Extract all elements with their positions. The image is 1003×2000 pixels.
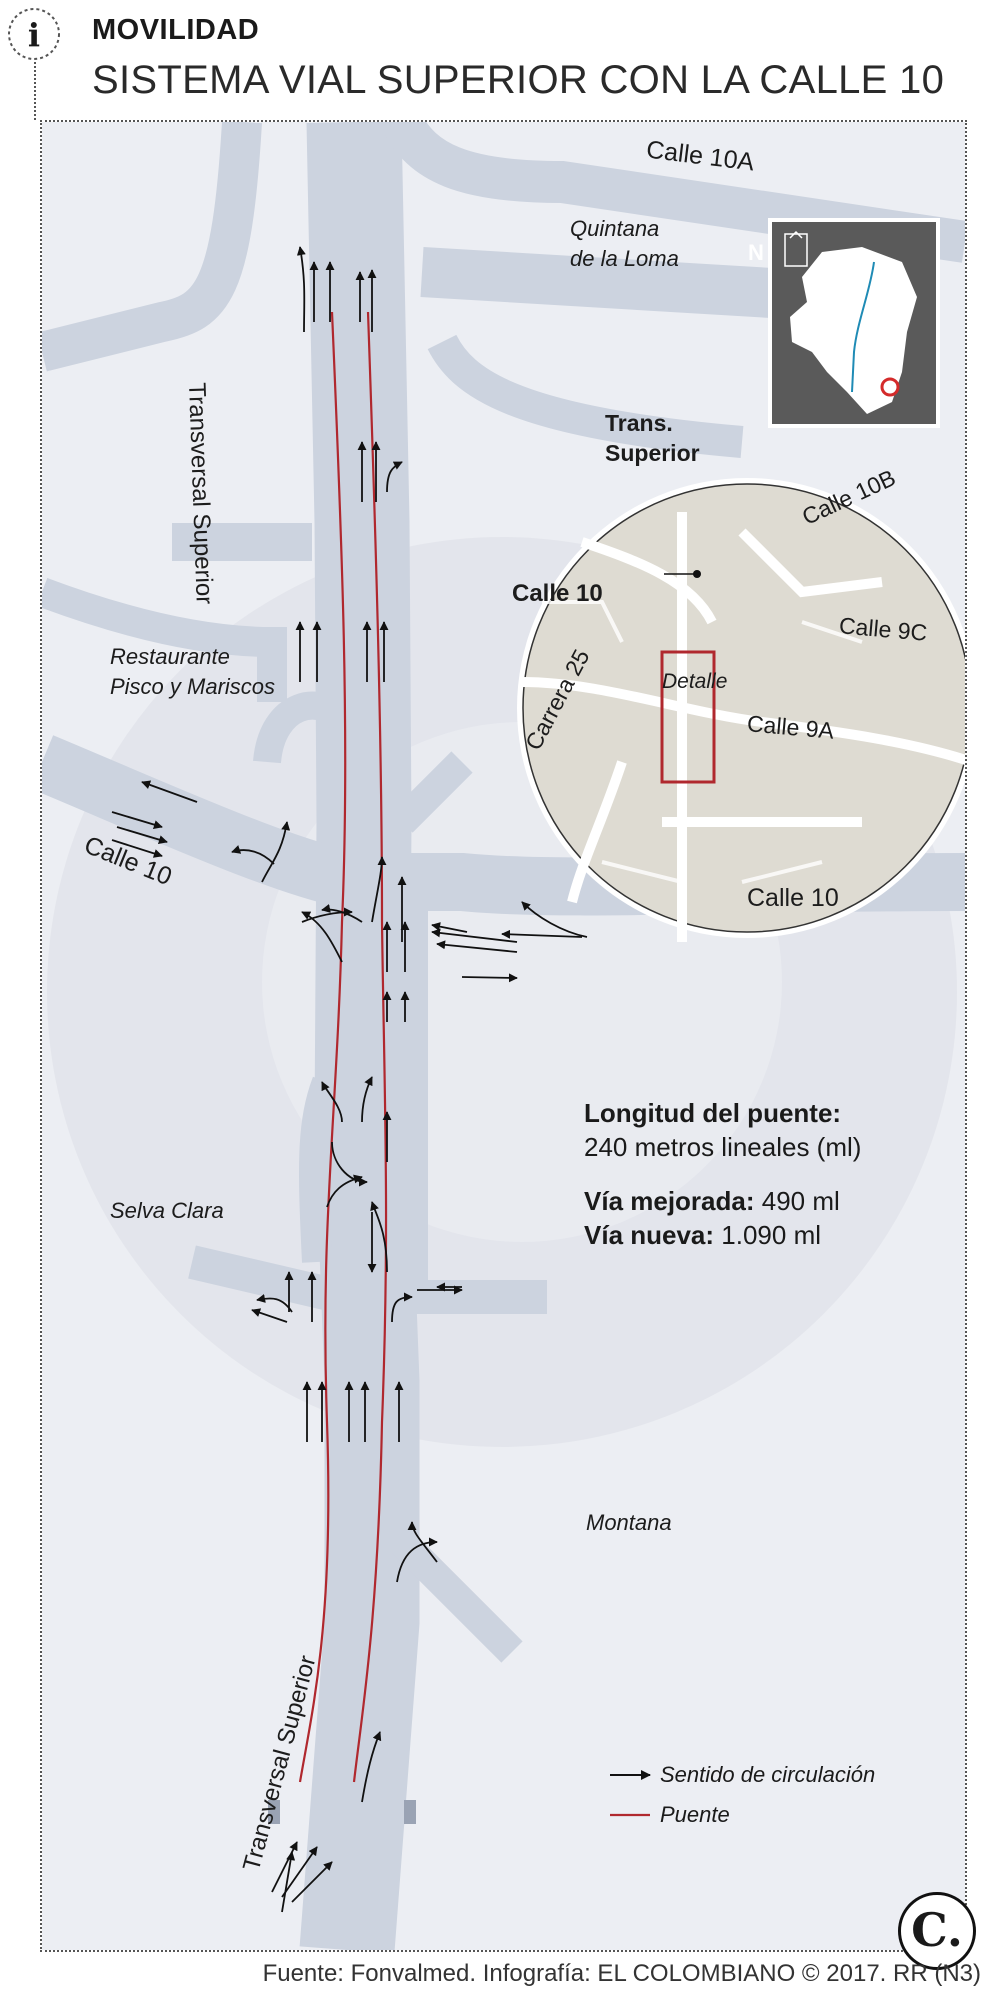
via-mejorada: Vía mejorada: 490 ml	[584, 1186, 840, 1216]
longitud-value: 240 metros lineales (ml)	[584, 1132, 862, 1162]
legend: Sentido de circulación Puente	[584, 1742, 904, 1840]
legend-bridge-label: Puente	[660, 1802, 730, 1827]
detail-calle-10: Calle 10	[512, 580, 603, 607]
bridge-west	[298, 311, 347, 1783]
legend-arrow-label: Sentido de circulación	[660, 1762, 876, 1787]
locator-map	[768, 218, 940, 428]
detail-detalle: Detalle	[662, 670, 728, 693]
transversal-road	[299, 122, 420, 1950]
west-frontage	[299, 1076, 342, 1263]
page-title: SISTEMA VIAL SUPERIOR CON LA CALLE 10	[92, 58, 945, 102]
source-credit: Fuente: Fonvalmed. Infografía: EL COLOMB…	[262, 1960, 981, 1987]
north-indicator: N	[748, 240, 764, 265]
map-frame	[40, 120, 967, 1952]
loop-road	[253, 691, 354, 764]
branch-road	[427, 334, 744, 458]
el-colombiano-logo: C.	[898, 1892, 976, 1970]
label-restaurante: Restaurante Pisco y Mariscos	[110, 644, 276, 699]
detail-trans-superior: Trans. Superior	[605, 410, 700, 466]
calle-10a-road	[383, 122, 965, 263]
label-selva-clara: Selva Clara	[110, 1198, 224, 1223]
label-montana: Montana	[586, 1510, 672, 1535]
bridge-lines	[298, 311, 388, 1783]
selva-clara-road	[188, 1245, 346, 1314]
label-quintana: Quintana de la Loma	[570, 216, 679, 271]
svg-text:i: i	[28, 16, 40, 54]
west-mid-road	[42, 577, 287, 702]
bridge-east	[352, 311, 388, 1783]
header-connector	[34, 62, 36, 120]
bridge-info: Longitud del puente: 240 metros lineales…	[584, 1096, 861, 1252]
via-nueva: Vía nueva: 1.090 ml	[584, 1220, 822, 1250]
detail-circle	[517, 478, 965, 942]
road-map: Calle 10A Transversal Superior Transvers…	[42, 122, 965, 1950]
west-top-road	[42, 122, 262, 372]
longitud-label: Longitud del puente:	[584, 1098, 842, 1128]
section-label: MOVILIDAD	[92, 14, 260, 46]
montana-road	[391, 1531, 523, 1663]
info-icon: i	[8, 8, 60, 60]
traffic-arrows	[111, 246, 588, 1913]
calle-10-link	[391, 751, 473, 833]
label-calle-10-right: Calle 10	[747, 884, 839, 912]
road-map-svg	[42, 122, 965, 1950]
